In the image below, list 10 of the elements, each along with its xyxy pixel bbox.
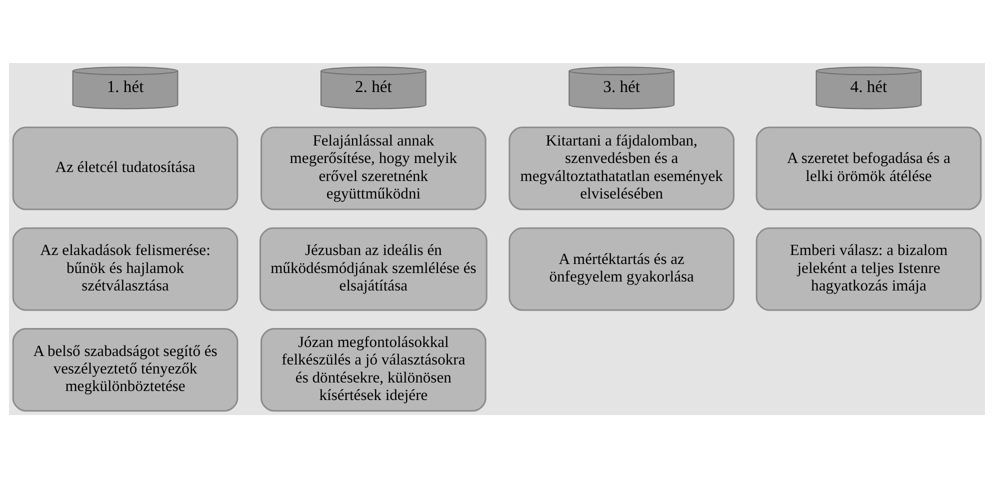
node-box: Felajánlással annak megerősítése, hogy melyik erővel szeretnénk együttműködni bbox=[260, 126, 486, 210]
node-box: Jézusban az ideális én működésmódjának szemlélése és elsajátítása bbox=[259, 227, 488, 311]
node-box: A belső szabadságot segítő és veszélyeztető tényezők megkülönböztetése bbox=[12, 328, 238, 412]
node-box: Kitartani a fájdalomban, szenvedésben és a megváltoztathatatlan események elviselésében bbox=[508, 126, 735, 210]
node-box: A szeretet befogadása és a lelki örömök átélése bbox=[756, 126, 982, 210]
node-box: Az életcél tudatosítása bbox=[12, 126, 238, 210]
node-box: Az elakadások felismerése: bűnök és hajlamok szétválasztása bbox=[12, 227, 238, 311]
node-box: Józan megfontolásokkal felkészülés a jó választásokra és döntésekre, különösen kísértések idejére bbox=[260, 328, 486, 412]
node-box: A mértéktartás és az önfegyelem gyakorlása bbox=[508, 227, 735, 311]
node-box: Emberi válasz: a bizalom jeleként a teljes Istenre hagyatkozás imája bbox=[756, 227, 982, 311]
